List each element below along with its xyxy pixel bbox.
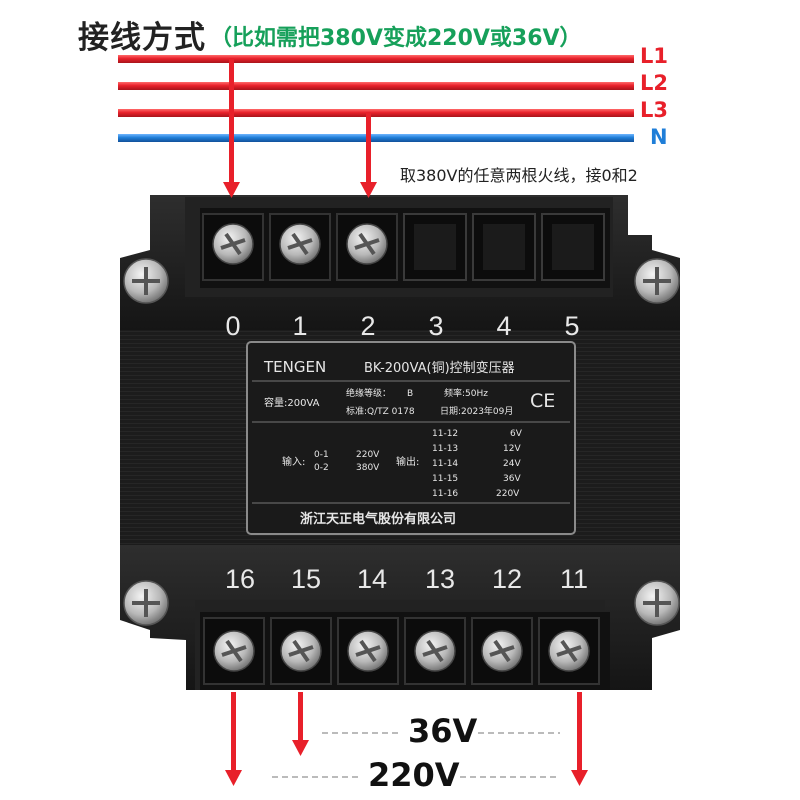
model-name: BK-200VA(铜)控制变压器 <box>364 360 515 376</box>
output-wire-11 <box>571 692 588 786</box>
frequency: 频率:50Hz <box>444 387 488 399</box>
line-l2 <box>118 82 634 90</box>
output-terms: 11-13 <box>432 444 458 454</box>
insulation-value: B <box>407 389 413 399</box>
input-terms: 0-1 <box>314 450 329 460</box>
output-voltage-36v: 36V <box>408 712 478 750</box>
output-wire-16 <box>225 692 242 786</box>
terminal-15[interactable] <box>270 617 332 685</box>
terminal-4 <box>472 213 536 281</box>
terminal-3 <box>403 213 467 281</box>
terminal-label-3: 3 <box>428 311 443 341</box>
ce-mark-icon: CE <box>530 390 555 412</box>
insulation-label: 绝缘等级： <box>346 387 391 399</box>
mount-screw-icon <box>634 580 680 626</box>
terminal-label-12: 12 <box>492 564 522 594</box>
output-terms: 11-15 <box>432 474 458 484</box>
terminal-label-11: 11 <box>560 564 588 594</box>
terminal-11[interactable] <box>538 617 600 685</box>
company-name: 浙江天正电气股份有限公司 <box>300 511 456 527</box>
output-terms: 11-16 <box>432 489 458 499</box>
input-wire-l1 <box>223 58 240 198</box>
terminal-16[interactable] <box>203 617 265 685</box>
nameplate: TENGEN BK-200VA(铜)控制变压器 绝缘等级： B 频率:50Hz … <box>246 341 576 535</box>
terminal-label-2: 2 <box>360 311 375 341</box>
terminal-label-14: 14 <box>357 564 387 594</box>
terminal-5 <box>541 213 605 281</box>
input-wire-l3 <box>360 112 377 198</box>
mount-screw-icon <box>634 258 680 304</box>
output-voltage-220v: 220V <box>368 756 460 794</box>
output-terms: 11-12 <box>432 429 458 439</box>
terminal-12[interactable] <box>471 617 533 685</box>
line-l1 <box>118 55 634 63</box>
output-volt: 36V <box>503 474 521 484</box>
output-label: 输出: <box>396 455 419 468</box>
input-terms: 0-2 <box>314 463 329 473</box>
terminal-label-16: 16 <box>225 564 255 594</box>
output-volt: 6V <box>510 429 523 439</box>
input-label: 输入: <box>282 455 305 468</box>
line-n <box>118 134 634 142</box>
line-label-l1: L1 <box>640 44 668 68</box>
page-title: 接线方式 <box>78 20 206 56</box>
terminal-label-15: 15 <box>291 564 321 594</box>
terminal-1[interactable] <box>269 213 331 281</box>
output-volt: 220V <box>496 489 520 499</box>
line-label-l3: L3 <box>640 98 668 122</box>
capacity: 容量:200VA <box>264 396 320 409</box>
input-volt: 220V <box>356 450 380 460</box>
output-volt: 12V <box>503 444 521 454</box>
terminal-label-1: 1 <box>292 311 307 341</box>
terminal-2[interactable] <box>336 213 398 281</box>
terminal-0[interactable] <box>202 213 264 281</box>
brand-logo: TENGEN <box>263 358 326 376</box>
input-volt: 380V <box>356 463 380 473</box>
output-wire-15 <box>292 692 309 756</box>
terminal-label-0: 0 <box>225 311 240 341</box>
terminal-label-13: 13 <box>425 564 455 594</box>
standard: 标准:Q/TZ 0178 <box>346 405 415 417</box>
terminal-14[interactable] <box>337 617 399 685</box>
wiring-note: 取380V的任意两根火线，接0和2 <box>400 166 638 185</box>
output-terms: 11-14 <box>432 459 458 469</box>
terminal-13[interactable] <box>404 617 466 685</box>
top-terminal-block <box>200 208 610 288</box>
terminal-label-5: 5 <box>564 311 579 341</box>
page-subtitle: （比如需把380V变成220V或36V） <box>210 26 582 51</box>
output-volt: 24V <box>503 459 521 469</box>
bottom-terminal-block <box>200 612 610 690</box>
manufacture-date: 日期:2023年09月 <box>440 405 513 417</box>
line-l3 <box>118 109 634 117</box>
terminal-label-4: 4 <box>496 311 511 341</box>
line-label-l2: L2 <box>640 71 668 95</box>
mount-screw-icon <box>123 258 169 304</box>
line-label-n: N <box>650 125 668 149</box>
mount-screw-icon <box>123 580 169 626</box>
